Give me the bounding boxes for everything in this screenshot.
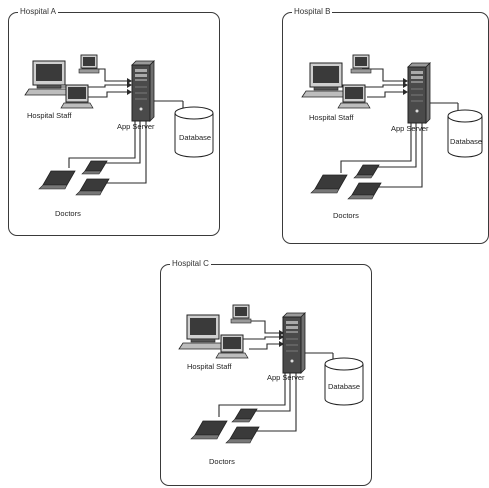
arrowheads <box>279 330 284 347</box>
laptop-icon <box>310 174 348 194</box>
laptop-icon <box>353 164 380 179</box>
doctors-label: Doctors <box>55 209 81 218</box>
network-diagram: Hospital Staff App Server Database <box>178 304 364 466</box>
laptop-icon <box>231 408 258 423</box>
desktop-computer-icon <box>337 84 371 109</box>
arrowheads <box>403 78 408 95</box>
desktop-computer-icon <box>178 314 228 350</box>
hospital-a-panel: Hospital A <box>8 6 220 236</box>
laptop-icon <box>347 182 382 200</box>
laptop-icon <box>225 426 260 444</box>
desktop-computer-icon <box>24 60 74 96</box>
server-label: App Server <box>117 122 155 131</box>
desktop-computer-icon <box>78 54 100 74</box>
database-cylinder-icon <box>324 357 364 406</box>
network-diagram: Hospital Staff App Server Database <box>301 54 483 220</box>
server-tower-icon <box>282 312 306 374</box>
hospital-b-panel: Hospital B <box>282 6 489 244</box>
database-cylinder-icon <box>447 109 483 158</box>
staff-label: Hospital Staff <box>309 113 354 122</box>
desktop-computer-icon <box>350 54 372 74</box>
staff-label: Hospital Staff <box>187 362 232 371</box>
staff-label: Hospital Staff <box>27 111 72 120</box>
desktop-computer-icon <box>301 62 351 98</box>
desktop-computer-icon <box>230 304 252 324</box>
desktop-computer-icon <box>60 84 94 109</box>
hospital-c-panel: Hospital C <box>160 258 372 486</box>
laptop-icon <box>38 170 76 190</box>
panel-title: Hospital A <box>18 6 59 18</box>
arrowheads <box>127 78 132 95</box>
connection-lines <box>218 320 334 432</box>
server-tower-icon <box>131 60 155 122</box>
database-label: Database <box>328 382 360 391</box>
laptop-icon <box>190 420 228 440</box>
network-diagram: Hospital Staff App Server Database <box>24 54 214 218</box>
server-label: App Server <box>391 124 429 133</box>
doctors-label: Doctors <box>209 457 235 466</box>
panel-title: Hospital C <box>170 258 211 270</box>
panel-title: Hospital B <box>292 6 333 18</box>
desktop-computer-icon <box>215 334 249 359</box>
laptop-icon <box>75 178 110 196</box>
doctors-label: Doctors <box>333 211 359 220</box>
laptop-icon <box>81 160 108 175</box>
database-label: Database <box>179 133 211 142</box>
database-cylinder-icon <box>174 106 214 158</box>
server-tower-icon <box>407 62 431 124</box>
database-label: Database <box>450 137 482 146</box>
server-label: App Server <box>267 373 305 382</box>
